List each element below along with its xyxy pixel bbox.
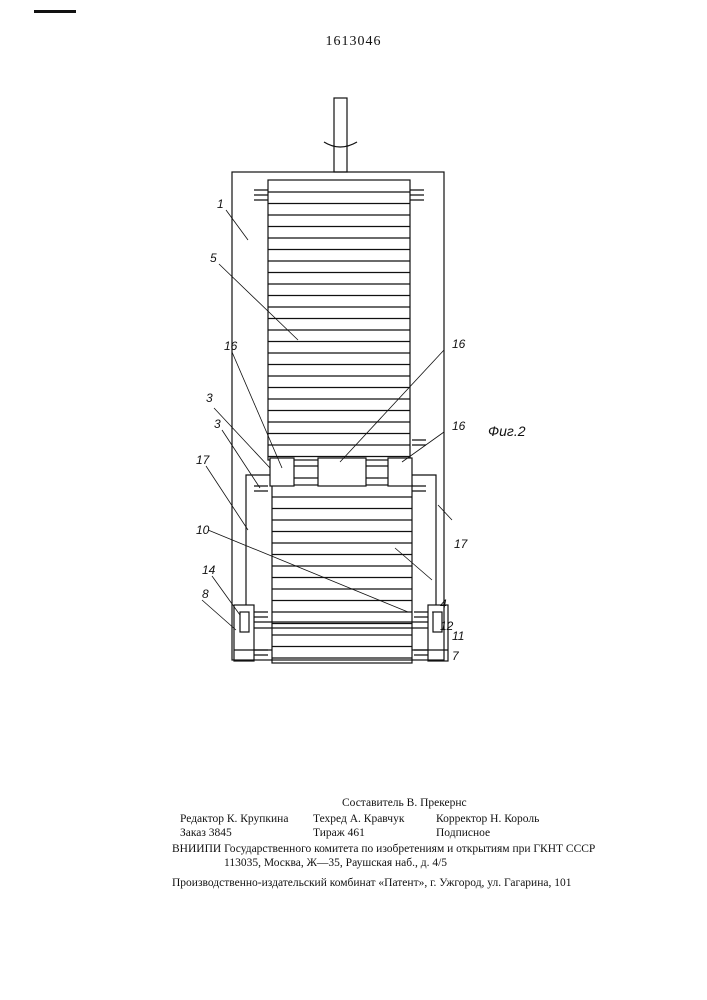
order: Заказ 3845 xyxy=(180,827,232,839)
circulation: Тираж 461 xyxy=(313,827,365,839)
corrector: Корректор Н. Король xyxy=(436,813,539,825)
publisher: Производственно-издательский комбинат «П… xyxy=(172,877,571,889)
editor: Редактор К. Крупкина xyxy=(180,813,288,825)
address: 113035, Москва, Ж—35, Раушская наб., д. … xyxy=(224,857,447,869)
compiler: Составитель В. Прекернс xyxy=(342,797,467,809)
techred: Техред А. Кравчук xyxy=(313,813,404,825)
subscription: Подписное xyxy=(436,827,490,839)
institute: ВНИИПИ Государственного комитета по изоб… xyxy=(172,843,595,855)
